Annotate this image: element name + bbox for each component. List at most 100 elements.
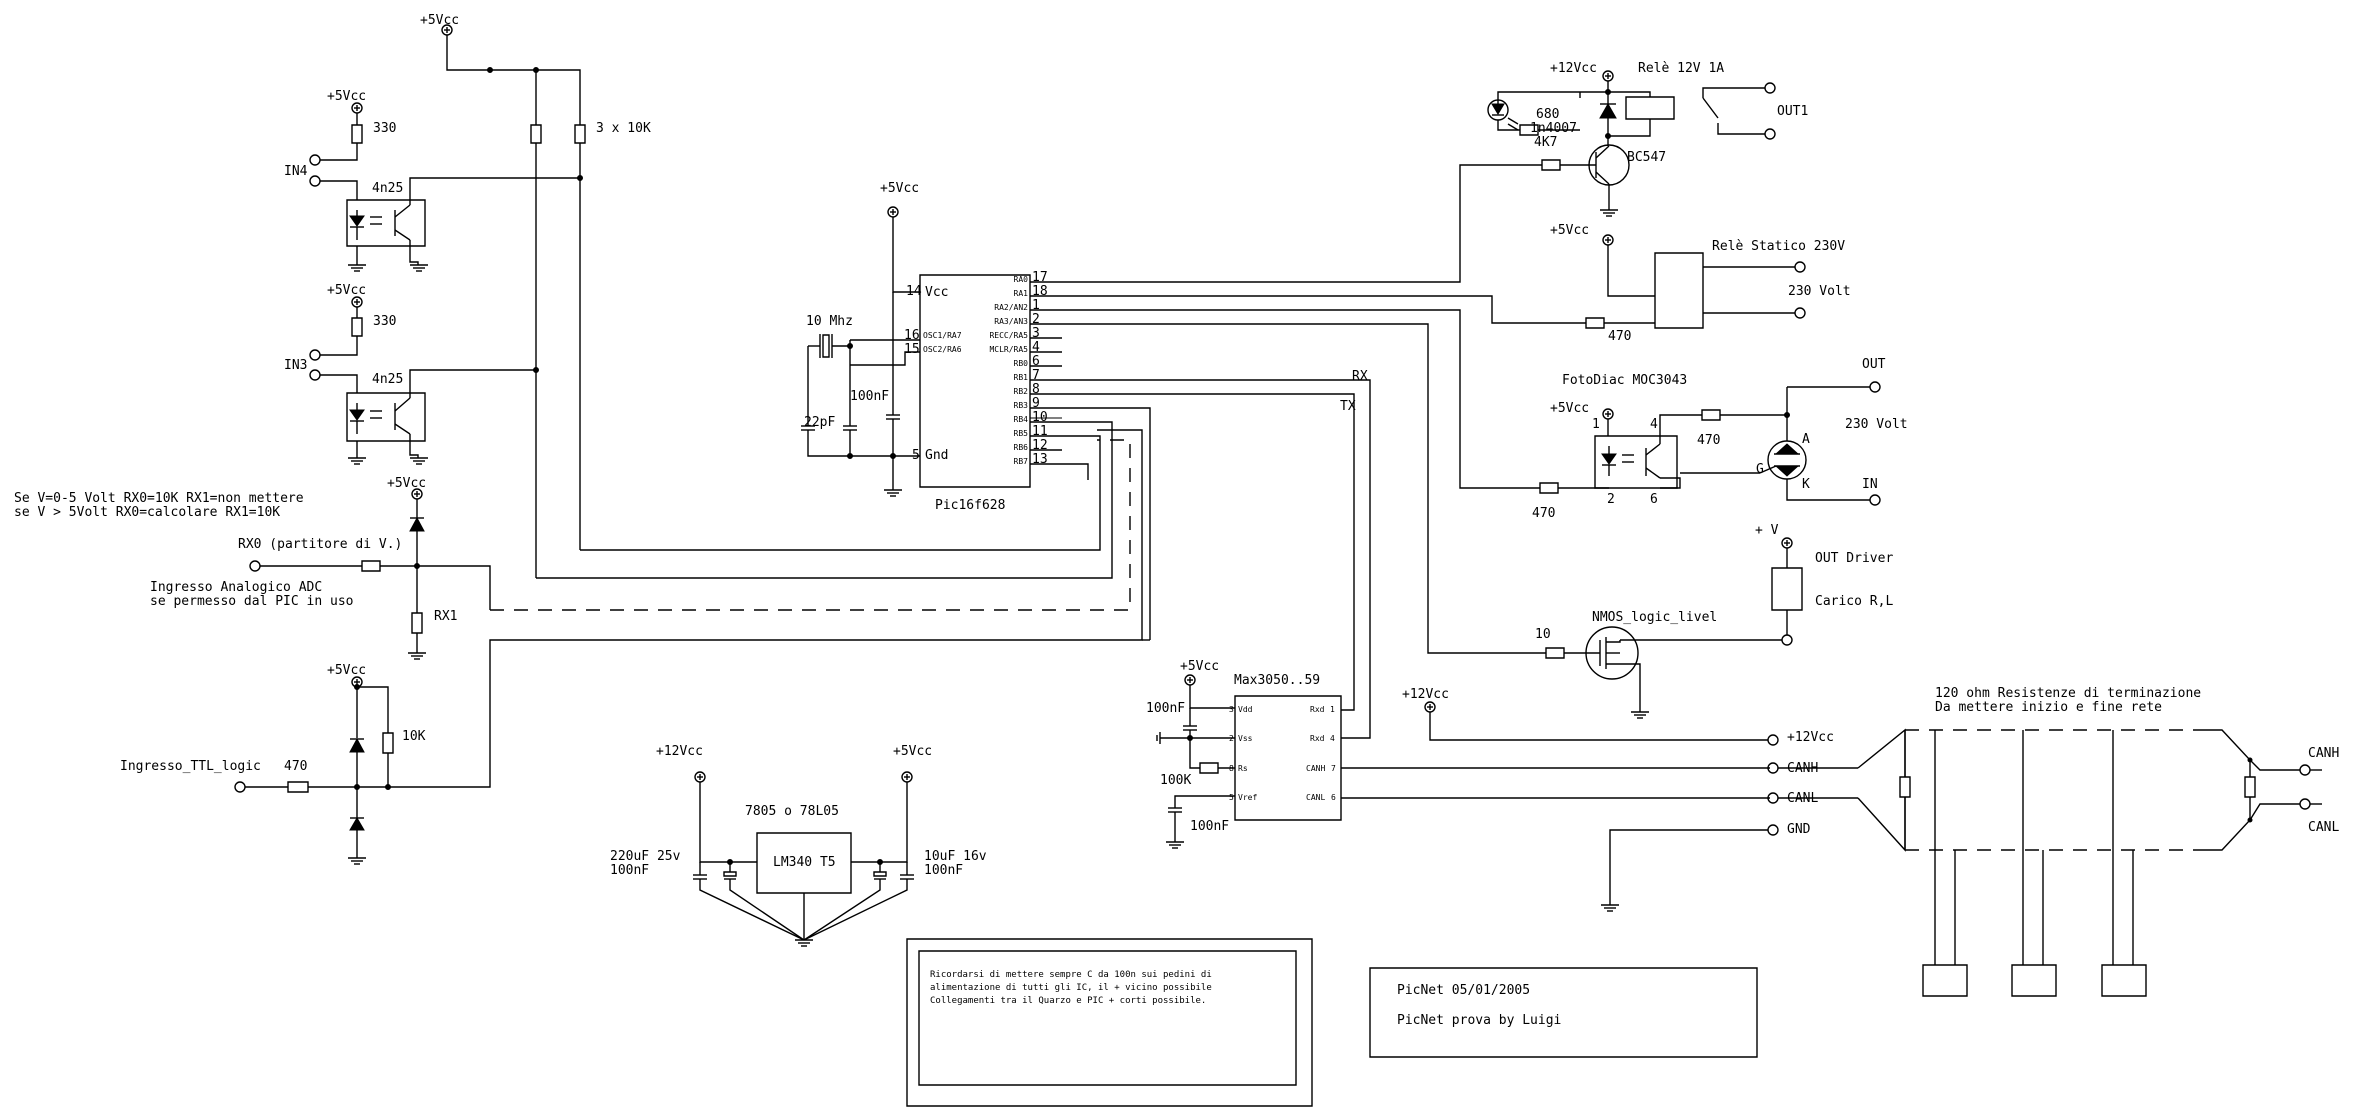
max-pin-name: Vdd: [1238, 705, 1253, 714]
pic-pin-num: 6: [1032, 354, 1040, 369]
term-label-line1: 120 ohm Resistenze di terminazione: [1935, 686, 2201, 701]
creg-in-label2: 100nF: [610, 863, 649, 878]
rx1-label: RX1: [434, 609, 457, 624]
in4-label: IN4: [284, 164, 308, 179]
ttl-input-label: Ingresso_TTL_logic: [120, 759, 261, 774]
adc-input-stage: [250, 440, 1130, 659]
r100k-label: 100K: [1160, 773, 1191, 788]
r10-nmos-label: 10: [1535, 627, 1551, 642]
moc-pin-2: 2: [1607, 492, 1615, 507]
pic-pin-name: OSC2/RA6: [923, 345, 962, 354]
can-transceiver-stage: [1062, 380, 1770, 848]
adc-label-line1: Ingresso Analogico ADC: [150, 580, 322, 595]
creg-out-label1: 10uF 16v: [924, 849, 987, 864]
pic-gnd-label: Gnd: [925, 448, 948, 463]
max-pin-num: 1: [1330, 705, 1335, 714]
pic-pin-num: 15: [904, 342, 920, 357]
vcc5-ttl-label: +5Vcc: [327, 663, 366, 678]
pic-pin-num: 4: [1032, 340, 1040, 355]
pic-pin-name: RA0: [1014, 275, 1029, 284]
max-pin-name: Vss: [1238, 734, 1253, 743]
moc-pin-4: 4: [1650, 417, 1658, 432]
rpack-label: 3 x 10K: [596, 121, 651, 136]
reg-type-label: 7805 o 78L05: [745, 804, 839, 819]
pic-pin-num: 2: [1032, 312, 1040, 327]
note-rx-line2: se V > 5Volt RX0=calcolare RX1=10K: [14, 505, 280, 520]
rx-label: RX: [1352, 369, 1368, 384]
r470-ttl-label: 470: [284, 759, 307, 774]
ssr-label: Relè Statico 230V: [1712, 239, 1845, 254]
in4-input-stage: [310, 103, 583, 271]
r10k-ttl-label: 10K: [402, 729, 426, 744]
max-pin-num: 7: [1331, 764, 1336, 773]
term-label-line2: Da mettere inizio e fine rete: [1935, 700, 2162, 715]
c22-label: 22pF: [804, 415, 835, 430]
max-pin-num: 8: [1229, 764, 1234, 773]
c100-max2-label: 100nF: [1190, 819, 1229, 834]
relay-12v-stage: [1062, 71, 1775, 282]
pic-pin-num: 5: [912, 448, 920, 463]
pic-pin-name: RB5: [1014, 429, 1029, 438]
fotodiac-label: FotoDiac MOC3043: [1562, 373, 1687, 388]
bus-canl-label: CANL: [1787, 791, 1818, 806]
canl-right-label: CANL: [2308, 820, 2339, 835]
pic-pin-num: 3: [1032, 326, 1040, 341]
pic-pin-num: 8: [1032, 382, 1040, 397]
regulator-stage: [693, 772, 914, 946]
vcc12-reg-label: +12Vcc: [656, 744, 703, 759]
vcc5-top-bus: [442, 25, 580, 130]
out1-label: OUT1: [1777, 104, 1808, 119]
pic-pin-name: MCLR/RA5: [989, 345, 1028, 354]
in-label: IN: [1862, 477, 1878, 492]
note-line1: Ricordarsi di mettere sempre C da 100n s…: [930, 970, 1212, 980]
max-pin-num: 6: [1331, 793, 1336, 802]
note-line2: alimentazione di tutti gli IC, il + vici…: [930, 983, 1212, 993]
triac-g-label: G: [1756, 462, 1764, 477]
rx0-label: RX0 (partitore di V.): [238, 537, 402, 552]
note-box-inner: [919, 951, 1296, 1085]
note-rx-line1: Se V=0-5 Volt RX0=10K RX1=non mettere: [14, 491, 304, 506]
title-line1: PicNet 05/01/2005: [1397, 983, 1530, 998]
pic-pin-name: RA1: [1014, 289, 1029, 298]
pic-pin-name: RA2/AN2: [994, 303, 1028, 312]
pic-pin-num: 17: [1032, 270, 1048, 285]
pic-vcc-label: Vcc: [925, 285, 948, 300]
ssr-stage: [1062, 235, 1805, 328]
triac-k-label: K: [1802, 477, 1810, 492]
resistor-pack-3x10k: [531, 125, 585, 578]
pic-pin-num: 14: [906, 284, 922, 299]
vcc5-reg-label: +5Vcc: [893, 744, 932, 759]
nmos-label: NMOS_logic_livel: [1592, 610, 1717, 625]
reg-name-label: LM340 T5: [773, 855, 836, 870]
in3-input-stage: [310, 297, 539, 464]
r330-in3-label: 330: [373, 314, 396, 329]
c100-max1-label: 100nF: [1146, 701, 1185, 716]
note-box-outer: [907, 939, 1312, 1106]
r470-moc-label: 470: [1532, 506, 1555, 521]
note-line3: Collegamenti tra il Quarzo e PIC + corti…: [930, 996, 1206, 1006]
max-pin-name: Rxd: [1310, 705, 1325, 714]
r330-in4-label: 330: [373, 121, 396, 136]
max-pin-name: Rs: [1238, 764, 1248, 773]
max-name-label: Max3050..59: [1234, 673, 1320, 688]
bus-canh-label: CANH: [1787, 761, 1818, 776]
vcc5-adc-label: +5Vcc: [387, 476, 426, 491]
pic-pin-num: 18: [1032, 284, 1048, 299]
bus-12-label: +12Vcc: [1787, 730, 1834, 745]
carico-label: Carico R,L: [1815, 594, 1893, 609]
xtal-label: 10 Mhz: [806, 314, 853, 329]
c100-pic-label: 100nF: [850, 389, 889, 404]
out-label: OUT: [1862, 357, 1886, 372]
pic-microcontroller: [801, 207, 1062, 496]
can-bus-stage: [1425, 702, 2322, 996]
moc-pin-1: 1: [1592, 417, 1600, 432]
opto-in3-label: 4n25: [372, 372, 403, 387]
canh-right-label: CANH: [2308, 746, 2339, 761]
vcc5-ssr-label: +5Vcc: [1550, 223, 1589, 238]
pic-pin-num: 16: [904, 328, 920, 343]
triac-stage: [1062, 310, 1880, 505]
max-pin-name: CANH: [1306, 764, 1325, 773]
tx-label: TX: [1340, 399, 1356, 414]
pic-pin-name: RB3: [1014, 401, 1029, 410]
vcc12-bus-label: +12Vcc: [1402, 687, 1449, 702]
